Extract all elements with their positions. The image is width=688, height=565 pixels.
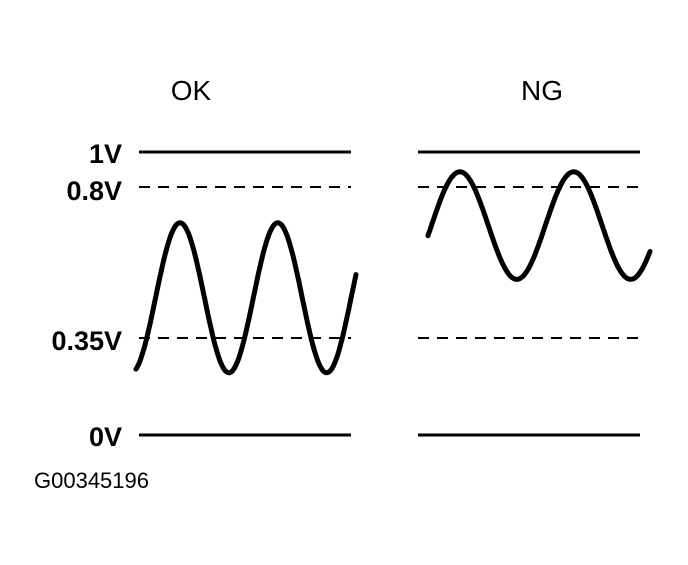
level-label-0-35v: 0.35V: [51, 326, 122, 356]
ok-waveform: [133, 220, 359, 376]
figure-id: G00345196: [34, 468, 149, 493]
ok-panel-title: OK: [171, 75, 212, 106]
level-label-0v: 0V: [89, 422, 122, 452]
ng-panel-title: NG: [521, 75, 563, 106]
ng-waveform: [425, 169, 653, 282]
level-label-1v: 1V: [89, 139, 122, 169]
level-label-0-8v: 0.8V: [66, 176, 122, 206]
